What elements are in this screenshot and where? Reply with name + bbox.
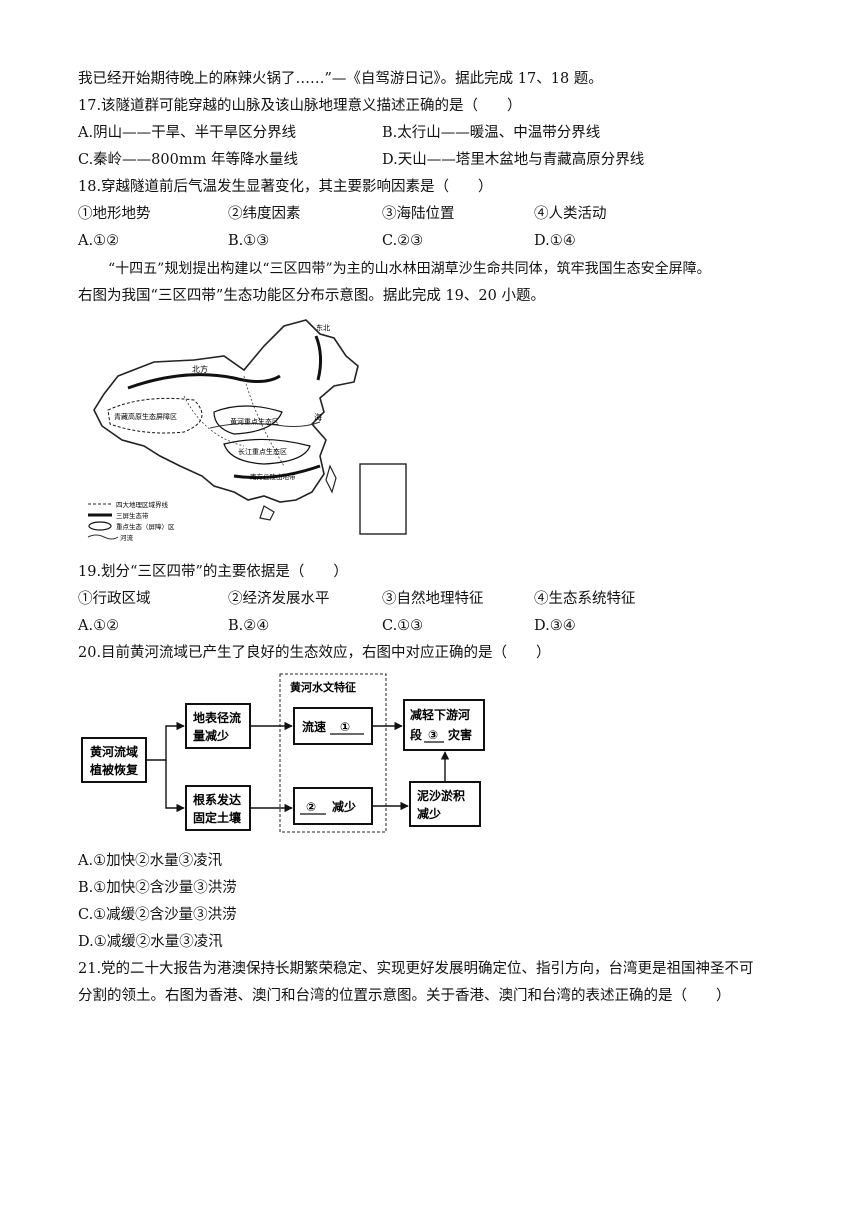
q17-option-c: C.秦岭——800mm 年等降水量线 bbox=[78, 152, 298, 168]
legend-zone: 重点生态（屏障）区 bbox=[116, 522, 175, 531]
flow-top1-line2: 量减少 bbox=[193, 728, 229, 743]
passage-line-1: “十四五”规划提出构建以“三区四带”为主的山水林田湖草沙生命共同体，筑牢我国生态… bbox=[108, 261, 711, 277]
flow-bot1-line2: 固定土壤 bbox=[193, 810, 242, 825]
q20-option-a: A.①加快②水量③凌汛 bbox=[78, 853, 223, 869]
flow-blank-1: ① bbox=[340, 720, 350, 734]
q17-stem: 17.该隧道群可能穿越的山脉及该山脉地理意义描述正确的是（ ） bbox=[78, 98, 522, 114]
map-label-yellow: 黄河重点生态区 bbox=[230, 417, 279, 426]
flow-blank-2: ② bbox=[306, 800, 316, 814]
q18-option-c: C.②③ bbox=[382, 233, 424, 249]
q18-option-a: A.①② bbox=[78, 233, 120, 249]
map-label-south: 南方丘陵山地带 bbox=[250, 472, 296, 481]
q19-item-4: ④生态系统特征 bbox=[534, 591, 636, 607]
q19-option-c: C.①③ bbox=[382, 618, 424, 634]
passage-line-2: 右图为我国“三区四带”生态功能区分布示意图。据此完成 19、20 小题。 bbox=[78, 288, 545, 304]
q19-option-a: A.①② bbox=[78, 618, 120, 634]
q18-item-2: ②纬度因素 bbox=[228, 206, 301, 222]
south-china-sea-inset bbox=[359, 463, 407, 535]
q17-option-a: A.阴山——干旱、半干旱区分界线 bbox=[78, 125, 297, 141]
q21-line-1: 21.党的二十大报告为港澳保持长期繁荣稳定、实现更好发展明确定位、指引方向，台湾… bbox=[78, 961, 754, 977]
flow-blank-3: ③ bbox=[428, 728, 438, 742]
q20-option-d: D.①减缓②水量③凌汛 bbox=[78, 934, 223, 950]
q19-item-2: ②经济发展水平 bbox=[228, 591, 330, 607]
legend-boundary: 四大地理区域界线 bbox=[116, 500, 169, 509]
flow-start-line1: 黄河流域 bbox=[90, 744, 138, 759]
q20-stem: 20.目前黄河流域已产生了良好的生态效应，右图中对应正确的是（ ） bbox=[78, 645, 551, 661]
q18-item-4: ④人类活动 bbox=[534, 206, 607, 222]
map-label-yangtze: 长江重点生态区 bbox=[238, 447, 287, 456]
flow-silt-line1: 泥沙淤积 bbox=[417, 788, 465, 803]
q21-line-2: 分割的领土。右图为香港、澳门和台湾的位置示意图。关于香港、澳门和台湾的表述正确的… bbox=[78, 988, 731, 1004]
flow-result-line2a: 段 bbox=[410, 727, 423, 742]
china-ecological-zones-map: 东北 北方 青藏高原生态屏障区 黄河重点生态区 长江重点生态区 南方丘陵山地带 … bbox=[87, 319, 407, 542]
q18-option-d: D.①④ bbox=[534, 233, 576, 249]
q17-option-d: D.天山——塔里木盆地与青藏高原分界线 bbox=[382, 152, 645, 168]
legend-river: 河流 bbox=[120, 533, 134, 542]
q20-option-c: C.①减缓②含沙量③洪涝 bbox=[78, 907, 237, 923]
flow-reduce-label: 减少 bbox=[332, 799, 356, 814]
q20-option-b: B.①加快②含沙量③洪涝 bbox=[78, 880, 237, 896]
yellow-river-flowchart: 黄河水文特征 黄河流域 植被恢复 地表径流 量减少 根系发达 固定土壤 流速 ①… bbox=[81, 673, 485, 833]
map-label-northeast: 东北 bbox=[316, 323, 330, 332]
q18-option-b: B.①③ bbox=[228, 233, 270, 249]
flow-group-title: 黄河水文特征 bbox=[290, 680, 356, 694]
flow-start-line2: 植被恢复 bbox=[89, 762, 139, 777]
flow-result-line1: 减轻下游河 bbox=[410, 707, 470, 722]
flow-speed-label: 流速 bbox=[302, 719, 326, 734]
intro-line: 我已经开始期待晚上的麻辣火锅了……”—《自驾游日记》。据此完成 17、18 题。 bbox=[78, 71, 603, 87]
legend-belt: 三屏生态带 bbox=[116, 511, 149, 520]
q17-option-b: B.太行山——暖温、中温带分界线 bbox=[382, 125, 601, 141]
q18-item-3: ③海陆位置 bbox=[382, 206, 455, 222]
flow-bot1-line1: 根系发达 bbox=[193, 792, 241, 807]
q19-option-d: D.③④ bbox=[534, 618, 576, 634]
map-label-coast: 海 bbox=[314, 412, 322, 422]
q19-item-3: ③自然地理特征 bbox=[382, 591, 484, 607]
flow-top1-line1: 地表径流 bbox=[193, 710, 241, 725]
map-label-qinghai: 青藏高原生态屏障区 bbox=[114, 412, 177, 421]
q19-stem: 19.划分“三区四带”的主要依据是（ ） bbox=[78, 564, 348, 580]
q19-option-b: B.②④ bbox=[228, 618, 270, 634]
q18-stem: 18.穿越隧道前后气温发生显著变化，其主要影响因素是（ ） bbox=[78, 179, 493, 195]
map-label-north: 北方 bbox=[192, 364, 208, 374]
flow-silt-line2: 减少 bbox=[417, 806, 441, 821]
flow-result-line2b: 灾害 bbox=[448, 727, 472, 742]
q19-item-1: ①行政区域 bbox=[78, 591, 151, 607]
q18-item-1: ①地形地势 bbox=[78, 206, 151, 222]
